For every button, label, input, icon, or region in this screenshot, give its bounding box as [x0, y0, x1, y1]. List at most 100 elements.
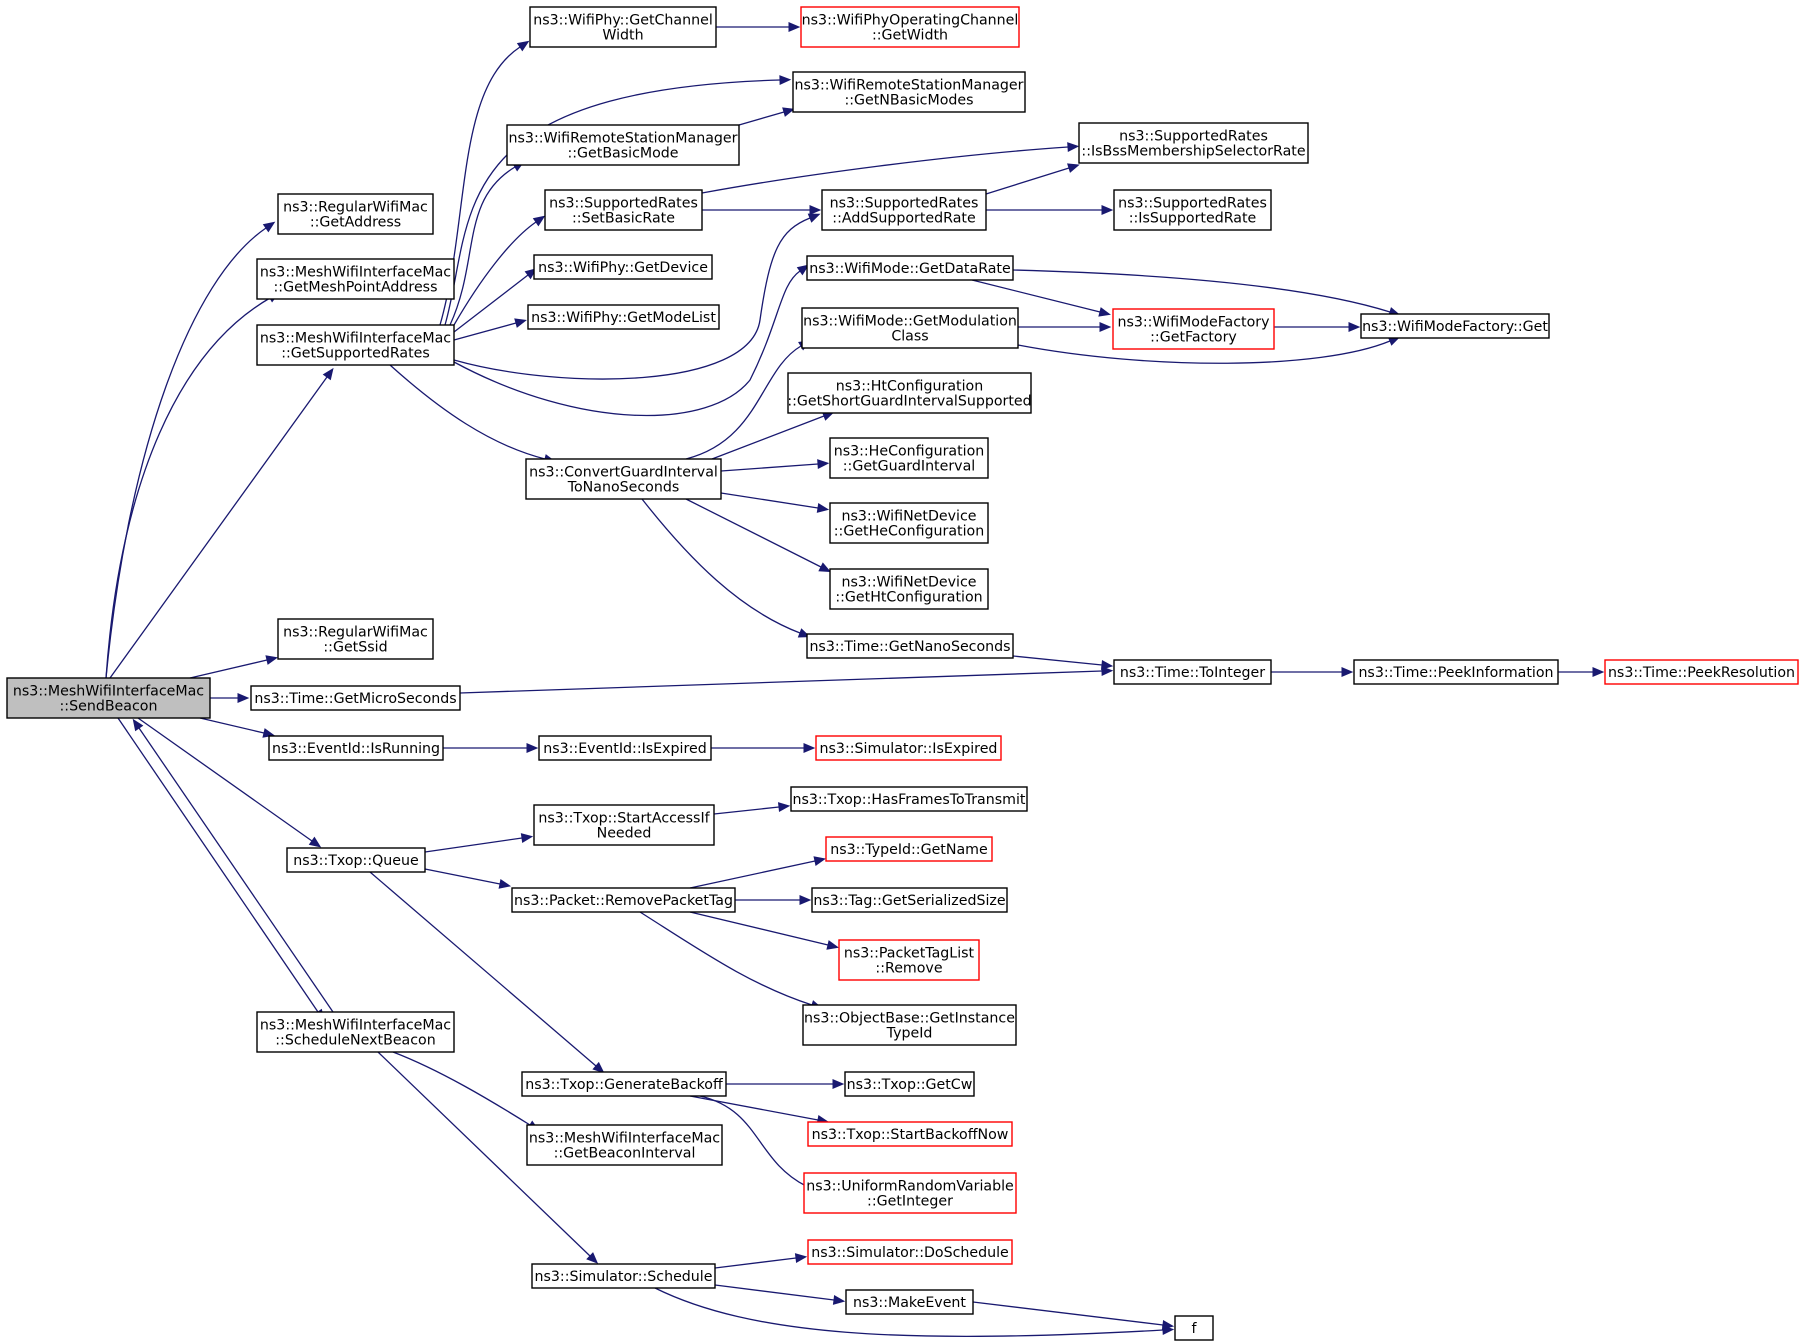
node-label: ns3::WifiPhy::GetDevice: [538, 260, 708, 276]
edge-line: [199, 717, 265, 734]
node-label: ns3::RegularWifiMac: [283, 200, 428, 216]
node-addsupported[interactable]: ns3::SupportedRates::AddSupportedRate: [821, 189, 987, 231]
node-box: [250, 685, 461, 711]
node-issupported[interactable]: ns3::SupportedRates::IsSupportedRate: [1113, 189, 1272, 231]
node-startbackoff[interactable]: ns3::Txop::StartBackoffNow: [807, 1121, 1013, 1147]
edge-sendbeacon-to-getsupportedrates: [109, 367, 334, 679]
node-serialsize[interactable]: ns3::Tag::GetSerializedSize: [811, 887, 1008, 913]
arrowhead: [1067, 163, 1080, 173]
node-schedulenext[interactable]: ns3::MeshWifiInterfaceMac::ScheduleNextB…: [256, 1011, 455, 1053]
node-beaconinterval[interactable]: ns3::MeshWifiInterfaceMac::GetBeaconInte…: [526, 1124, 723, 1166]
node-peekres[interactable]: ns3::Time::PeekResolution: [1604, 659, 1799, 685]
edge-line: [685, 498, 822, 568]
edge-removetag-to-instancetype: [639, 911, 823, 1010]
node-label: ::IsBssMembershipSelectorRate: [1081, 144, 1305, 160]
node-setbasicrate[interactable]: ns3::SupportedRates::SetBasicRate: [544, 189, 703, 231]
arrowhead: [1067, 142, 1080, 152]
node-getsupportedrates[interactable]: ns3::MeshWifiInterfaceMac::GetSupportedR…: [256, 324, 455, 366]
edge-getnano-to-tointeger: [1012, 655, 1114, 670]
arrowhead: [788, 22, 801, 32]
node-getnbasic[interactable]: ns3::WifiRemoteStationManager::GetNBasic…: [792, 71, 1026, 113]
node-isrunning[interactable]: ns3::EventId::IsRunning: [268, 735, 444, 761]
node-getgi[interactable]: ns3::HeConfiguration::GetGuardInterval: [829, 437, 989, 479]
edge-makeevent-to-f: [972, 1301, 1175, 1330]
node-box: [256, 324, 455, 366]
edge-line: [738, 111, 785, 126]
node-simschedule[interactable]: ns3::Simulator::Schedule: [531, 1263, 716, 1289]
edge-line: [985, 167, 1070, 195]
node-factoryget[interactable]: ns3::WifiModeFactory::Get: [1360, 313, 1550, 339]
edge-line: [972, 1301, 1164, 1326]
node-getmodelist[interactable]: ns3::WifiPhy::GetModeList: [527, 304, 720, 330]
node-label: ::GetMeshPointAddress: [274, 280, 438, 296]
arrowhead: [1348, 322, 1361, 332]
arrowhead: [237, 693, 250, 703]
edge-genbackoff-to-getcw: [726, 1079, 845, 1089]
node-getmicro[interactable]: ns3::Time::GetMicroSeconds: [250, 685, 461, 711]
node-label: ns3::Time::GetMicroSeconds: [254, 691, 456, 707]
node-box: [838, 939, 980, 981]
node-label: ns3::SupportedRates: [1119, 129, 1268, 145]
node-getbasicmode[interactable]: ns3::WifiRemoteStationManager::GetBasicM…: [506, 124, 740, 166]
node-box: [511, 887, 736, 913]
node-sendbeacon[interactable]: ns3::MeshWifiInterfaceMac::SendBeacon: [6, 677, 211, 719]
node-getaddress[interactable]: ns3::RegularWifiMac::GetAddress: [277, 193, 434, 235]
node-getdevice[interactable]: ns3::WifiPhy::GetDevice: [533, 254, 713, 280]
node-getshortgi[interactable]: ns3::HtConfiguration::GetShortGuardInter…: [787, 372, 1032, 414]
node-box: [801, 307, 1019, 349]
node-box: [1113, 189, 1272, 231]
node-label: ns3::Time::PeekResolution: [1608, 665, 1795, 681]
node-getcw[interactable]: ns3::Txop::GetCw: [844, 1071, 975, 1097]
edge-sendbeacon-to-getmeshpoint: [105, 292, 280, 679]
node-gethtcfg[interactable]: ns3::WifiNetDevice::GetHtConfiguration: [829, 568, 989, 610]
node-doschedule[interactable]: ns3::Simulator::DoSchedule: [807, 1239, 1013, 1265]
node-makeevent[interactable]: ns3::MakeEvent: [845, 1289, 974, 1315]
node-isexpired[interactable]: ns3::EventId::IsExpired: [538, 735, 712, 761]
edge-getsupportedrates-to-convertgi: [389, 364, 556, 464]
node-label: ns3::Time::PeekInformation: [1358, 665, 1553, 681]
node-label: ::GetSupportedRates: [281, 346, 430, 362]
edge-getmodclass-to-getfactory: [1018, 322, 1112, 332]
node-getwidth[interactable]: ns3::WifiPhyOperatingChannel::GetWidth: [800, 6, 1020, 48]
node-tointeger[interactable]: ns3::Time::ToInteger: [1113, 659, 1272, 685]
node-removetag[interactable]: ns3::Packet::RemovePacketTag: [511, 887, 736, 913]
arrowhead: [807, 213, 821, 223]
arrowhead: [526, 743, 539, 753]
edge-removetag-to-typeidname: [689, 856, 827, 889]
edge-sendbeacon-to-getssid: [189, 655, 278, 679]
node-queue[interactable]: ns3::Txop::Queue: [286, 847, 426, 873]
node-gethecfg[interactable]: ns3::WifiNetDevice::GetHeConfiguration: [829, 502, 989, 544]
node-getmeshpoint[interactable]: ns3::MeshWifiInterfaceMac::GetMeshPointA…: [256, 258, 455, 300]
node-box: [815, 735, 1002, 761]
node-uniformint[interactable]: ns3::UniformRandomVariable::GetInteger: [803, 1172, 1017, 1214]
edge-tointeger-to-peekinfo: [1271, 667, 1354, 677]
node-hasframes[interactable]: ns3::Txop::HasFramesToTransmit: [790, 786, 1028, 812]
node-label: ns3::Simulator::IsExpired: [820, 741, 998, 757]
arrowhead: [1101, 666, 1114, 676]
node-box: [538, 735, 712, 761]
node-label: ns3::SupportedRates: [830, 196, 979, 212]
node-getfactory[interactable]: ns3::WifiModeFactory::GetFactory: [1112, 308, 1275, 350]
node-simisexpired[interactable]: ns3::Simulator::IsExpired: [815, 735, 1002, 761]
node-isbssmember[interactable]: ns3::SupportedRates::IsBssMembershipSele…: [1078, 122, 1309, 164]
node-box: [526, 1124, 723, 1166]
edge-line: [189, 659, 268, 679]
edge-simschedule-to-doschedule: [714, 1253, 808, 1269]
node-f[interactable]: f: [1174, 1315, 1214, 1341]
node-label: ns3::WifiModeFactory: [1117, 315, 1269, 331]
node-taglistremove[interactable]: ns3::PacketTagList::Remove: [838, 939, 980, 981]
node-getnano[interactable]: ns3::Time::GetNanoSeconds: [806, 633, 1014, 659]
node-genbackoff[interactable]: ns3::Txop::GenerateBackoff: [521, 1071, 727, 1097]
node-getdatarate[interactable]: ns3::WifiMode::GetDataRate: [806, 255, 1014, 281]
node-peekinfo[interactable]: ns3::Time::PeekInformation: [1353, 659, 1559, 685]
node-typeidname[interactable]: ns3::TypeId::GetName: [825, 836, 993, 862]
node-label: ::GetAddress: [310, 215, 401, 231]
node-getssid[interactable]: ns3::RegularWifiMac::GetSsid: [277, 618, 434, 660]
edge-line: [389, 364, 546, 460]
node-box: [802, 1004, 1017, 1046]
